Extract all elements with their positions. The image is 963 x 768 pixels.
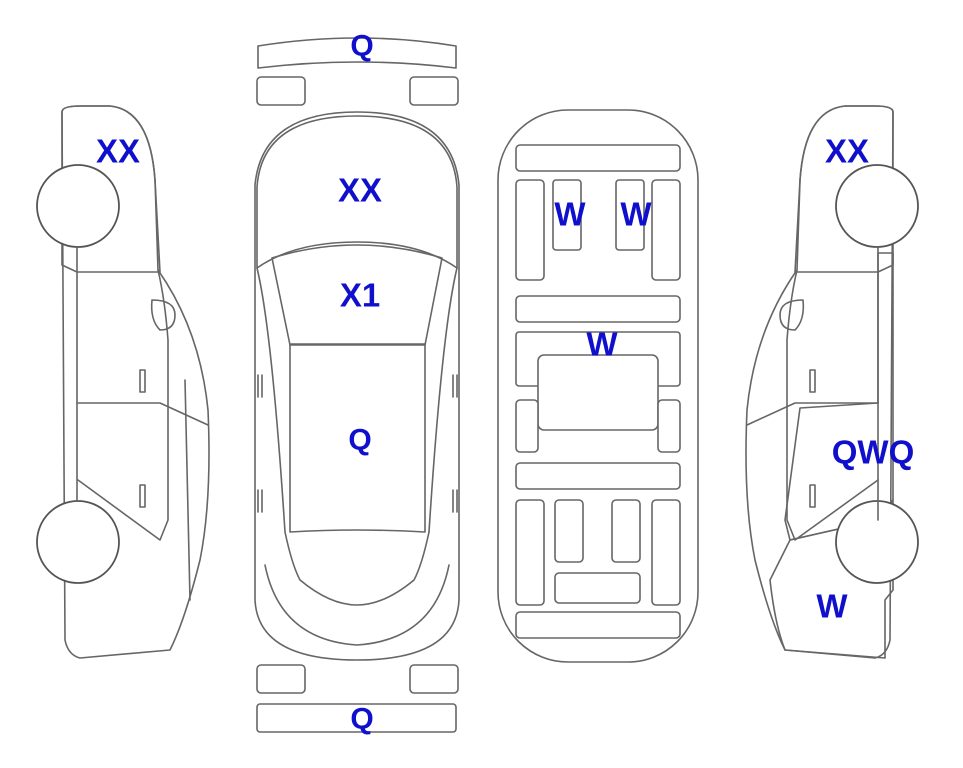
- right-handle-2: [809, 484, 816, 508]
- label-seat-left: W: [554, 196, 586, 233]
- label-right-door: QWQ: [832, 434, 914, 471]
- top-body-outline: [254, 111, 460, 661]
- rear-seat-left: [554, 499, 584, 563]
- label-rear-bumper: Q: [350, 703, 373, 736]
- label-seat-right: W: [620, 196, 652, 233]
- cargo-center: [537, 354, 659, 431]
- top-door-right: [452, 489, 458, 513]
- left-handle-1: [139, 369, 146, 393]
- left-glass[interactable]: [61, 105, 161, 273]
- top-door-left: [257, 489, 263, 513]
- front-right-door-panel: [651, 179, 681, 281]
- rear-seat-base: [554, 572, 641, 604]
- interior-outline: [497, 109, 699, 663]
- rear-left-door-panel: [515, 499, 545, 606]
- right-front-wheel: [835, 164, 919, 248]
- left-side-view: [36, 105, 210, 659]
- top-side-line-right: [428, 267, 458, 533]
- label-right-glass: XX: [825, 133, 869, 170]
- label-roof: X1: [340, 277, 380, 314]
- hood-panel[interactable]: [289, 343, 426, 533]
- label-front-bumper: Q: [350, 30, 373, 63]
- roof-panel[interactable]: [271, 244, 443, 346]
- left-mirror: [150, 299, 176, 331]
- right-mirror: [779, 299, 805, 331]
- damage-labels: Q XX XX X1 Q Q W W W XX QWQ W: [96, 30, 914, 736]
- right-rear-wheel: [835, 500, 919, 584]
- interior-view: [497, 109, 699, 663]
- top-rear-arc: [264, 564, 450, 646]
- right-handle-1: [809, 369, 816, 393]
- top-mirror-left: [257, 374, 263, 398]
- left-door-line: [76, 402, 209, 426]
- left-door-edge: [77, 269, 169, 541]
- top-view: [254, 37, 460, 733]
- rear-bumper[interactable]: [256, 703, 457, 733]
- dashboard: [515, 144, 681, 172]
- left-handle-2: [139, 484, 146, 508]
- rear-light-left: [256, 664, 306, 694]
- label-right-quarter: W: [816, 588, 848, 625]
- label-windshield: XX: [338, 172, 382, 209]
- mid-right-panel: [657, 399, 681, 453]
- trunk-floor: [515, 611, 681, 639]
- rear-right-door-panel: [651, 499, 681, 606]
- front-light-left: [256, 76, 306, 106]
- left-rear-wheel: [36, 500, 120, 584]
- front-seat-left[interactable]: [552, 179, 582, 251]
- rear-seat-right: [611, 499, 641, 563]
- right-door-line: [746, 402, 879, 426]
- right-door-edge: [786, 269, 879, 541]
- top-mirror-right: [452, 374, 458, 398]
- label-cargo-floor: W: [586, 326, 618, 363]
- front-light-right: [409, 76, 459, 106]
- rear-light-right: [409, 664, 459, 694]
- mid-left-panel: [515, 399, 539, 453]
- top-side-line-left: [256, 267, 430, 606]
- left-rocker: [184, 379, 191, 601]
- rear-bench: [515, 462, 681, 490]
- front-left-door-panel: [515, 179, 545, 281]
- front-seat-right[interactable]: [615, 179, 645, 251]
- front-bumper[interactable]: [257, 37, 457, 69]
- windshield-glass[interactable]: [256, 115, 458, 269]
- label-hood: Q: [348, 424, 371, 457]
- console: [515, 295, 681, 323]
- right-glass[interactable]: [794, 105, 894, 273]
- left-front-wheel: [36, 164, 120, 248]
- right-quarter-panel[interactable]: [769, 499, 894, 659]
- right-side-view: [745, 105, 919, 659]
- label-left-glass: XX: [96, 133, 140, 170]
- right-door-panel[interactable]: [784, 252, 894, 541]
